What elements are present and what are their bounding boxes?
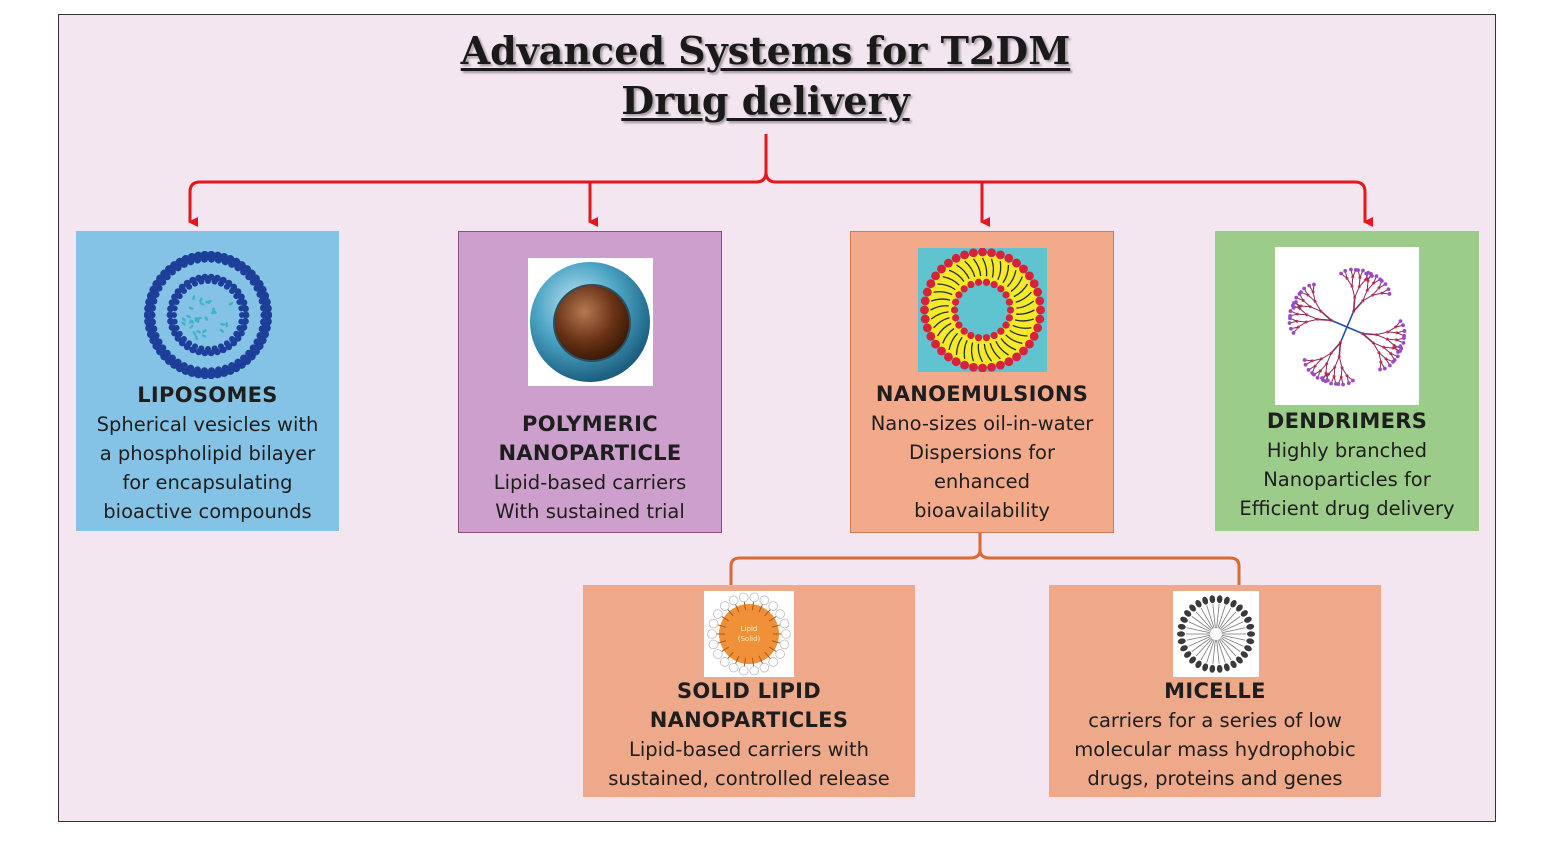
micelle-name: MICELLE [1164, 679, 1266, 703]
title-line-1: Advanced Systems for T2DM [460, 28, 1071, 73]
polymeric-nanoparticle-icon [528, 258, 653, 386]
title-line-2: Drug delivery [621, 78, 910, 123]
polymeric-desc-line: With sustained trial [495, 500, 685, 523]
diagram-title: Advanced Systems for T2DM Drug delivery [58, 26, 1473, 126]
sln-icon-text: Lipid [741, 625, 758, 633]
polymeric-nanoparticle-box: POLYMERIC NANOPARTICLE Lipid-based carri… [458, 231, 722, 533]
liposomes-desc-line: bioactive compounds [103, 500, 312, 523]
micelle-desc-line: molecular mass hydrophobic [1074, 738, 1356, 761]
solid-lipid-nanoparticles-box: Lipid (Solid) SOLID LIPID NANOPARTICLES … [583, 585, 915, 797]
polymeric-name: POLYMERIC [522, 412, 658, 436]
dendrimer-icon [1275, 247, 1419, 405]
polymeric-name: NANOPARTICLE [498, 441, 682, 465]
nanoemulsions-box: NANOEMULSIONS Nano-sizes oil-in-water Di… [850, 231, 1114, 533]
nanoemulsion-icon [918, 248, 1047, 372]
sln-icon-text: (Solid) [738, 635, 761, 643]
solid-lipid-desc-line: sustained, controlled release [608, 767, 890, 790]
liposomes-desc-line: for encapsulating [122, 471, 293, 494]
nanoemulsions-desc-line: bioavailability [914, 499, 1050, 522]
liposomes-name: LIPOSOMES [137, 383, 278, 407]
nanoemulsions-name: NANOEMULSIONS [875, 382, 1089, 406]
micelle-box: MICELLE carriers for a series of low mol… [1049, 585, 1381, 797]
sub-connector [729, 533, 1241, 585]
dendrimers-desc-line: Highly branched [1266, 439, 1428, 462]
dendrimers-box: DENDRIMERS Highly branched Nanoparticles… [1215, 231, 1479, 531]
solid-lipid-name: NANOPARTICLES [649, 708, 849, 732]
micelle-desc-line: carriers for a series of low [1088, 709, 1342, 732]
liposomes-desc-line: Spherical vesicles with [96, 413, 319, 436]
polymeric-desc-line: Lipid-based carriers [493, 471, 687, 494]
micelle-icon [1173, 591, 1259, 677]
liposomes-desc-line: a phospholipid bilayer [99, 442, 316, 465]
liposome-icon [144, 251, 272, 379]
solid-lipid-nanoparticle-icon: Lipid (Solid) [704, 591, 794, 677]
dendrimers-desc-line: Nanoparticles for [1263, 468, 1431, 491]
main-connector [188, 134, 1373, 227]
dendrimers-name: DENDRIMERS [1266, 409, 1428, 433]
nanoemulsions-desc-line: enhanced [933, 470, 1031, 493]
solid-lipid-name: SOLID LIPID [676, 679, 822, 703]
liposomes-box: LIPOSOMES Spherical vesicles with a phos… [76, 231, 339, 531]
nanoemulsions-desc-line: Nano-sizes oil-in-water [870, 412, 1094, 435]
solid-lipid-desc-line: Lipid-based carriers with [628, 738, 870, 761]
nanoemulsions-desc-line: Dispersions for [908, 441, 1056, 464]
dendrimers-desc-line: Efficient drug delivery [1239, 497, 1455, 520]
micelle-desc-line: drugs, proteins and genes [1087, 767, 1343, 790]
